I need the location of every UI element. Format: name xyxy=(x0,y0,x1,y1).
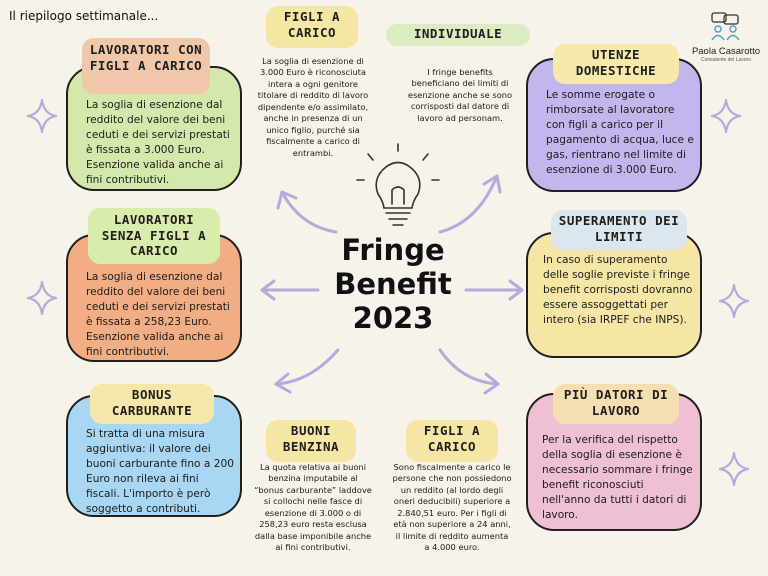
note-buoni-benzina-title: BUONI BENZINA xyxy=(266,420,356,462)
header-text: Il riepilogo settimanale... xyxy=(9,9,159,23)
card-piu-datori-title: PIÙ DATORI DI LAVORO xyxy=(553,384,679,424)
arrow-left-up-head xyxy=(276,190,298,210)
card-utenze-domestiche-title: UTENZE DOMESTICHE xyxy=(553,44,679,84)
card-lavoratori-con-figli-title: LAVORATORI CON FIGLI A CARICO xyxy=(82,38,210,94)
title-line-3: 2023 xyxy=(352,301,434,336)
arrow-right-up xyxy=(438,174,499,234)
lightbulb-icon xyxy=(356,143,440,226)
card-lavoratori-con-figli-text: La soglia di esenzione dal reddito del v… xyxy=(86,99,230,187)
arrow-right-down xyxy=(438,348,500,386)
note-figli-bottom-text: Sono fiscalmente a carico le persone che… xyxy=(392,462,512,553)
card-superamento-limiti-title: SUPERAMENTO DEI LIMITI xyxy=(551,210,687,250)
arrow-right-down-head xyxy=(483,372,500,395)
sparkle-icon xyxy=(718,283,750,319)
consultant-logo-icon xyxy=(711,12,740,41)
arrow-right-head xyxy=(508,279,524,301)
note-figli-top-title: FIGLI A CARICO xyxy=(266,6,358,48)
arrow-left-down-head xyxy=(274,372,292,394)
brand-name: Paola Casarotto xyxy=(691,46,761,57)
arrow-left-head xyxy=(260,279,276,301)
main-title: Fringe Benefit 2023 xyxy=(318,233,468,336)
card-superamento-limiti xyxy=(526,232,702,358)
card-piu-datori-text: Per la verifica del rispetto della sogli… xyxy=(542,434,693,522)
card-utenze-domestiche-text: Le somme erogate o rimborsate al lavorat… xyxy=(546,89,694,177)
note-figli-bottom-title: FIGLI A CARICO xyxy=(406,420,498,462)
note-individuale-title: INDIVIDUALE xyxy=(386,24,530,46)
brand-subtitle: Consulente del Lavoro xyxy=(700,57,752,63)
card-bonus-carburante-title: BONUS CARBURANTE xyxy=(90,384,214,424)
sparkle-icon xyxy=(26,98,58,134)
card-lavoratori-senza-figli-title: LAVORATORI SENZA FIGLI A CARICO xyxy=(88,208,220,264)
sparkle-icon xyxy=(26,280,58,316)
brand-logo: Paola Casarotto Consulente del Lavoro xyxy=(688,12,764,63)
sparkle-icon xyxy=(710,98,742,134)
title-line-1: Fringe xyxy=(341,233,445,267)
card-superamento-limiti-text: In caso di superamento delle soglie prev… xyxy=(543,254,693,327)
arrow-right-up-head xyxy=(482,174,502,194)
note-buoni-benzina-text: La quota relativa ai buoni benzina imput… xyxy=(254,462,372,553)
card-bonus-carburante-text: Si tratta di una misura aggiuntiva: il v… xyxy=(86,428,234,516)
note-figli-top-text: La soglia di esenzione di 3.000 Euro è r… xyxy=(257,56,369,158)
arrow-left-up xyxy=(280,190,338,234)
arrow-left-down xyxy=(274,348,340,386)
sparkle-icon xyxy=(718,451,750,487)
title-line-2: Benefit xyxy=(334,267,452,302)
card-lavoratori-senza-figli-text: La soglia di esenzione dal reddito del v… xyxy=(86,271,230,359)
note-individuale-text: I fringe benefits beneficiano dei limiti… xyxy=(407,67,513,123)
